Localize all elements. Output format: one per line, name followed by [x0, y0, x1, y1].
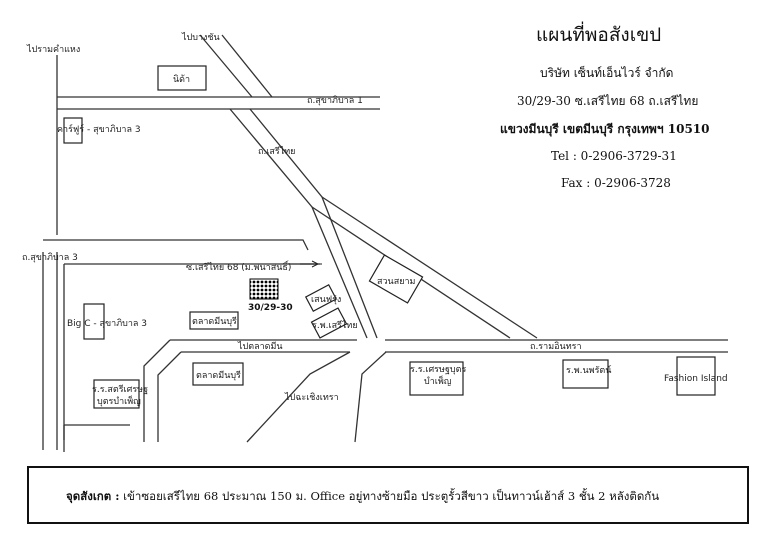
address-line-1: 30/29-30 ซ.เสรีไทย 68 ถ.เสรีไทย	[517, 94, 699, 108]
label-talad-bottom: ตลาดมีนบุรี	[196, 370, 241, 381]
school-box	[93, 379, 140, 409]
school2-box	[409, 361, 464, 396]
note-heading: จุดสังเกต :	[66, 489, 120, 503]
saen-fang-box	[304, 284, 338, 312]
hospital-nopparat-box	[562, 359, 609, 389]
label-office: 30/29-30	[248, 303, 293, 313]
map-title: แผนที่พอสังเขป	[536, 24, 662, 46]
talad-top-box	[189, 311, 239, 330]
address-line-2: แขวงมีนบุรี เขตมีนบุรี กรุงเทพฯ 10510	[500, 122, 710, 136]
label-carrefour: คาร์ฟูร์ - สุขาภิบาล 3	[57, 123, 141, 135]
label-suan-siam: สวนสยาม	[377, 277, 416, 287]
label-to-talad-min: ไปตลาดมีน	[237, 341, 283, 352]
label-school2-1: ร.ร.เศรษฐบุตร	[410, 365, 466, 375]
label-to-chachoengsao: ไปฉะเชิงเทรา	[284, 392, 339, 403]
label-hospital-serithai: ร.พ.เสรีไทย	[312, 320, 358, 331]
fax-number: Fax : 0-2906-3728	[561, 176, 671, 190]
label-school-1: ร.ร.สตรีเศรษฐ	[92, 384, 148, 395]
label-fashion-island: Fashion Island	[664, 374, 728, 384]
label-serithai-road: ถ.เสรีไทย	[258, 146, 295, 157]
talad-bottom-box	[192, 362, 244, 386]
label-sukhapiban3: ถ.สุขาภิบาล 3	[22, 252, 78, 263]
buildings	[63, 65, 716, 409]
label-hospital-nopparat: ร.พ.นพรัตน์	[566, 364, 612, 376]
label-school-2: บุตรบำเพ็ญ	[97, 394, 141, 407]
label-sukhapiban1: ถ.สุขาภิบาล 1	[307, 95, 363, 106]
company-name: บริษัท เซ็นท์เอ็นไวร์ จำกัด	[540, 66, 674, 80]
big-c-box	[83, 303, 105, 340]
label-big-c: Big C - สุขาภิบาล 3	[67, 318, 147, 329]
label-soi-serithai68: ซ.เสรีไทย 68 (ม.พนาสนธิ์)	[186, 260, 291, 273]
label-ramindra: ถ.รามอินทรา	[530, 341, 582, 352]
map-labels: ไปรามคำแหง ไปบางชัน ถ.สุขาภิบาล 1 ถ.เสรี…	[22, 32, 728, 407]
telephone: Tel : 0-2906-3729-31	[551, 149, 677, 163]
label-saen-fang: เสนฟรุ่ง	[311, 295, 341, 305]
carrefour-box	[63, 117, 83, 144]
landmark-note: จุดสังเกต : เข้าซอยเสรีไทย 68 ประมาณ 150…	[66, 488, 659, 506]
soi-arrow	[290, 260, 322, 268]
label-to-bang-chan: ไปบางชัน	[181, 32, 220, 43]
suan-siam-box	[368, 254, 424, 304]
note-box	[27, 466, 749, 524]
label-school2-2: บำเพ็ญ	[424, 374, 452, 387]
nida-box	[157, 65, 207, 91]
office-block	[249, 278, 279, 300]
label-talad-top: ตลาดมีนบุรี	[192, 316, 237, 327]
label-to-lam-luk-ka: ไปรามคำแหง	[26, 44, 80, 55]
roads	[42, 34, 728, 452]
fashion-island-box	[676, 356, 716, 396]
hospital-serithai-box	[310, 307, 348, 339]
label-nida: นิด้า	[173, 74, 190, 85]
note-text: เข้าซอยเสรีไทย 68 ประมาณ 150 ม. Office อ…	[123, 489, 660, 503]
